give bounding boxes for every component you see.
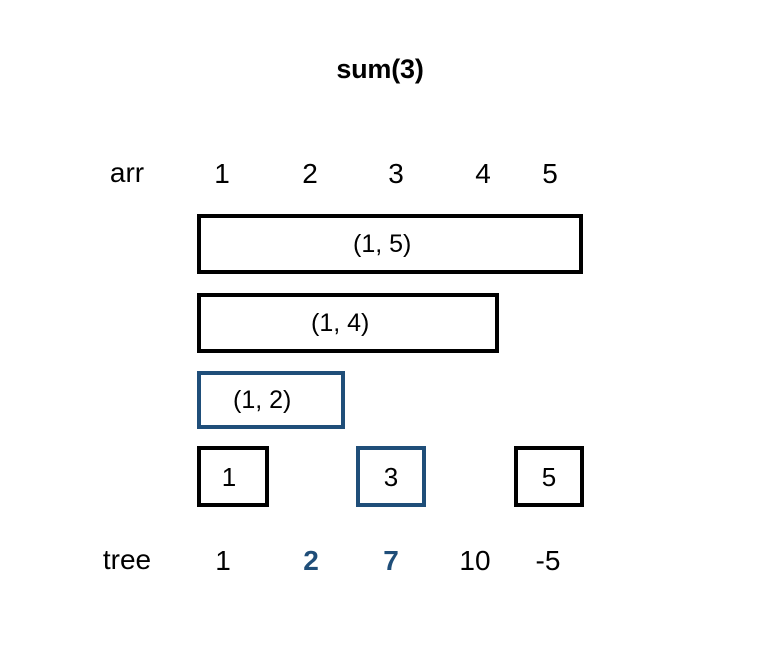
arr-index-1: 1 [214, 158, 230, 189]
page-title: sum(3) [336, 54, 424, 84]
node-range-1-5-label: (1, 5) [353, 229, 412, 258]
node-range-1-4-label: (1, 4) [311, 308, 370, 337]
node-range-1-4[interactable]: (1, 4) [197, 293, 499, 353]
tree-value-5: -5 [535, 545, 561, 576]
arr-index-5: 5 [542, 158, 558, 189]
node-leaf-5-label: 5 [541, 461, 557, 492]
node-leaf-5[interactable]: 5 [514, 446, 584, 507]
node-leaf-3[interactable]: 3 [356, 446, 426, 507]
node-range-1-2[interactable]: (1, 2) [197, 371, 345, 429]
node-leaf-1[interactable]: 1 [197, 446, 269, 507]
tree-value-3: 7 [383, 545, 399, 576]
node-leaf-3-label: 3 [383, 461, 399, 492]
row-label-tree: tree [102, 544, 152, 575]
row-label-arr: arr [109, 157, 145, 188]
tree-value-2: 2 [303, 545, 319, 576]
node-range-1-5[interactable]: (1, 5) [197, 214, 583, 274]
arr-index-2: 2 [302, 158, 318, 189]
node-range-1-2-label: (1, 2) [233, 385, 292, 414]
tree-value-1: 1 [215, 545, 231, 576]
tree-value-4: 10 [459, 545, 491, 576]
arr-index-4: 4 [475, 158, 491, 189]
arr-index-3: 3 [388, 158, 404, 189]
node-leaf-1-label: 1 [221, 461, 237, 492]
